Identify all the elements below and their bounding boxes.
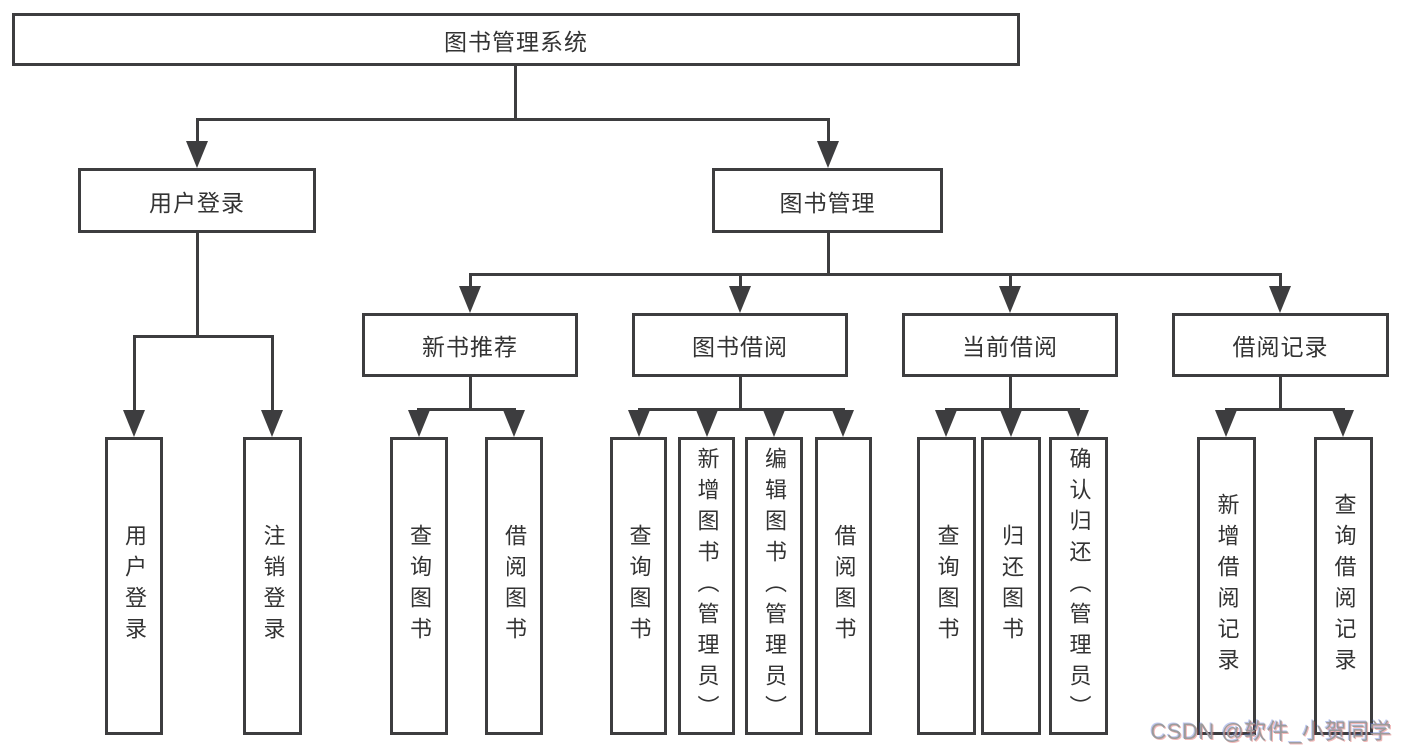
- arrowhead-down-icon: [817, 141, 839, 168]
- connector-line: [827, 233, 830, 273]
- connector-line: [1009, 273, 1012, 288]
- leaf-edit-books-admin: 编辑图书（管理员）: [745, 437, 803, 735]
- node-book-management-label: 图书管理: [779, 189, 876, 216]
- connector-line: [133, 335, 274, 338]
- connector-line: [196, 118, 830, 121]
- node-root-system: 图书管理系统: [12, 13, 1020, 66]
- connector-line: [739, 377, 742, 408]
- leaf-user-login-label: 用户登录: [122, 524, 147, 648]
- node-new-book-recommend-label: 新书推荐: [422, 334, 518, 360]
- arrowhead-down-icon: [1332, 410, 1354, 437]
- leaf-query-books-current-label: 查询图书: [934, 524, 960, 648]
- leaf-query-books-recommend: 查询图书: [390, 437, 448, 735]
- connector-line: [827, 118, 830, 144]
- node-new-book-recommend: 新书推荐: [362, 313, 578, 377]
- node-book-borrow-label: 图书借阅: [692, 334, 788, 360]
- connector-line: [196, 233, 199, 335]
- arrowhead-down-icon: [186, 141, 208, 168]
- arrowhead-down-icon: [729, 286, 751, 313]
- leaf-add-borrow-record: 新增借阅记录: [1197, 437, 1256, 735]
- connector-line: [1009, 377, 1012, 408]
- arrowhead-down-icon: [459, 286, 481, 313]
- leaf-return-books-label: 归还图书: [999, 524, 1024, 648]
- arrowhead-down-icon: [1067, 410, 1089, 437]
- node-borrow-records: 借阅记录: [1172, 313, 1389, 377]
- arrowhead-down-icon: [696, 410, 718, 437]
- connector-line: [739, 273, 742, 288]
- leaf-confirm-return-admin-label: 确认归还（管理员）: [1066, 446, 1092, 726]
- leaf-logout-label: 注销登录: [260, 524, 286, 648]
- arrowhead-down-icon: [408, 410, 430, 437]
- leaf-query-books-recommend-label: 查询图书: [407, 524, 432, 648]
- leaf-query-borrow-record: 查询借阅记录: [1314, 437, 1373, 735]
- leaf-add-borrow-record-label: 新增借阅记录: [1214, 493, 1240, 679]
- node-borrow-records-label: 借阅记录: [1232, 334, 1329, 360]
- node-current-borrow-label: 当前借阅: [962, 334, 1058, 360]
- connector-line: [196, 118, 199, 144]
- connector-line: [469, 273, 1282, 276]
- connector-line: [1279, 377, 1282, 408]
- node-root-label: 图书管理系统: [444, 28, 588, 55]
- leaf-query-books-borrow-label: 查询图书: [626, 524, 652, 648]
- leaf-query-books-borrow: 查询图书: [610, 437, 667, 735]
- leaf-user-login: 用户登录: [105, 437, 163, 735]
- arrowhead-down-icon: [1215, 410, 1237, 437]
- node-book-borrow: 图书借阅: [632, 313, 848, 377]
- node-user-login-label: 用户登录: [149, 189, 245, 216]
- connector-line: [271, 335, 274, 412]
- leaf-edit-books-admin-label: 编辑图书（管理员）: [762, 446, 787, 726]
- leaf-confirm-return-admin: 确认归还（管理员）: [1049, 437, 1108, 735]
- leaf-borrow-books-recommend-label: 借阅图书: [502, 524, 527, 648]
- node-user-login: 用户登录: [78, 168, 316, 233]
- leaf-borrow-books: 借阅图书: [815, 437, 872, 735]
- arrowhead-down-icon: [628, 410, 650, 437]
- arrowhead-down-icon: [935, 410, 957, 437]
- leaf-add-books-admin: 新增图书（管理员）: [678, 437, 735, 735]
- arrowhead-down-icon: [999, 286, 1021, 313]
- arrowhead-down-icon: [503, 410, 525, 437]
- arrowhead-down-icon: [1269, 286, 1291, 313]
- connector-line: [469, 377, 472, 408]
- leaf-return-books: 归还图书: [981, 437, 1041, 735]
- connector-line: [945, 408, 1080, 411]
- connector-line: [514, 66, 517, 118]
- leaf-query-borrow-record-label: 查询借阅记录: [1331, 493, 1357, 679]
- connector-line: [469, 273, 472, 288]
- csdn-watermark: CSDN @软件_小贺同学: [1150, 719, 1392, 744]
- arrowhead-down-icon: [261, 410, 283, 437]
- connector-line: [133, 335, 136, 412]
- leaf-borrow-books-label: 借阅图书: [831, 524, 857, 648]
- node-current-borrow: 当前借阅: [902, 313, 1118, 377]
- arrowhead-down-icon: [832, 410, 854, 437]
- leaf-borrow-books-recommend: 借阅图书: [485, 437, 543, 735]
- connector-line: [1279, 273, 1282, 288]
- node-book-management: 图书管理: [712, 168, 943, 233]
- leaf-query-books-current: 查询图书: [917, 437, 976, 735]
- connector-line: [638, 408, 845, 411]
- connector-line: [1225, 408, 1345, 411]
- leaf-add-books-admin-label: 新增图书（管理员）: [694, 446, 720, 726]
- connector-line: [417, 408, 516, 411]
- arrowhead-down-icon: [123, 410, 145, 437]
- arrowhead-down-icon: [1000, 410, 1022, 437]
- arrowhead-down-icon: [763, 410, 785, 437]
- leaf-logout: 注销登录: [243, 437, 302, 735]
